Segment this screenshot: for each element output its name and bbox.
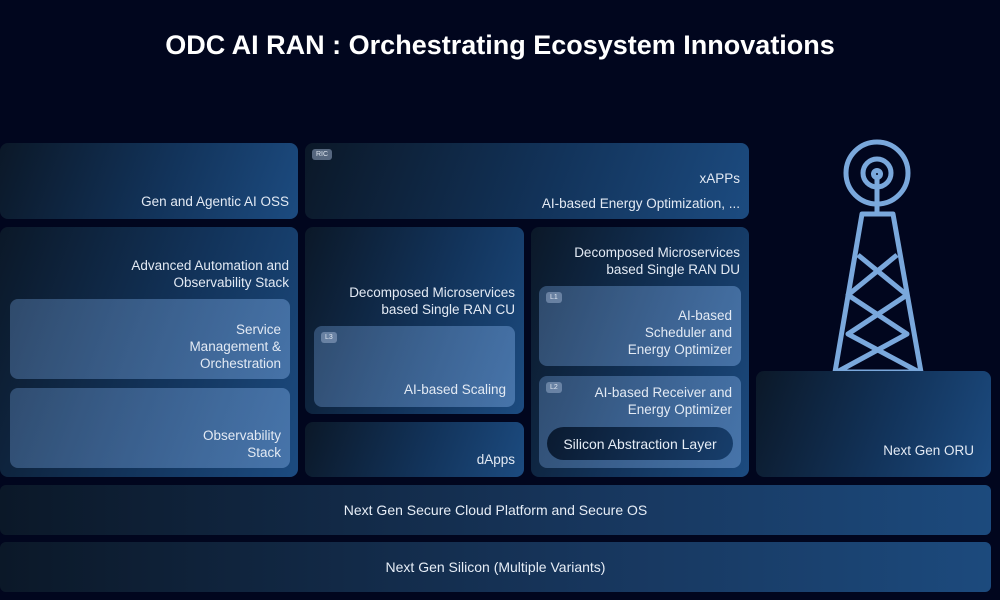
l3-box: L3 AI-based Scaling	[314, 326, 515, 407]
cell-tower-icon	[832, 139, 924, 375]
dapps-label: dApps	[476, 452, 515, 467]
dapps-box: dApps	[305, 422, 524, 477]
xapps-label: xAPPs	[699, 171, 740, 186]
l1-badge: L1	[546, 292, 562, 303]
oss-box: Gen and Agentic AI OSS	[0, 143, 298, 219]
cloud-platform-row: Next Gen Secure Cloud Platform and Secur…	[0, 485, 991, 535]
l2-badge: L2	[546, 382, 562, 393]
oss-label: Gen and Agentic AI OSS	[141, 194, 289, 209]
l3-badge: L3	[321, 332, 337, 343]
ric-badge: RIC	[312, 149, 333, 160]
xapps-subtitle: AI-based Energy Optimization, ...	[541, 196, 740, 211]
scaling-label: AI-based Scaling	[403, 382, 506, 397]
oru-label: Next Gen ORU	[883, 443, 974, 458]
oru-box: Next Gen ORU	[756, 371, 991, 477]
silicon-abstraction-layer: Silicon Abstraction Layer	[547, 427, 733, 460]
silicon-row: Next Gen Silicon (Multiple Variants)	[0, 542, 991, 592]
ric-box: RIC xAPPs AI-based Energy Optimization, …	[305, 143, 749, 219]
page-title: ODC AI RAN : Orchestrating Ecosystem Inn…	[165, 30, 835, 60]
